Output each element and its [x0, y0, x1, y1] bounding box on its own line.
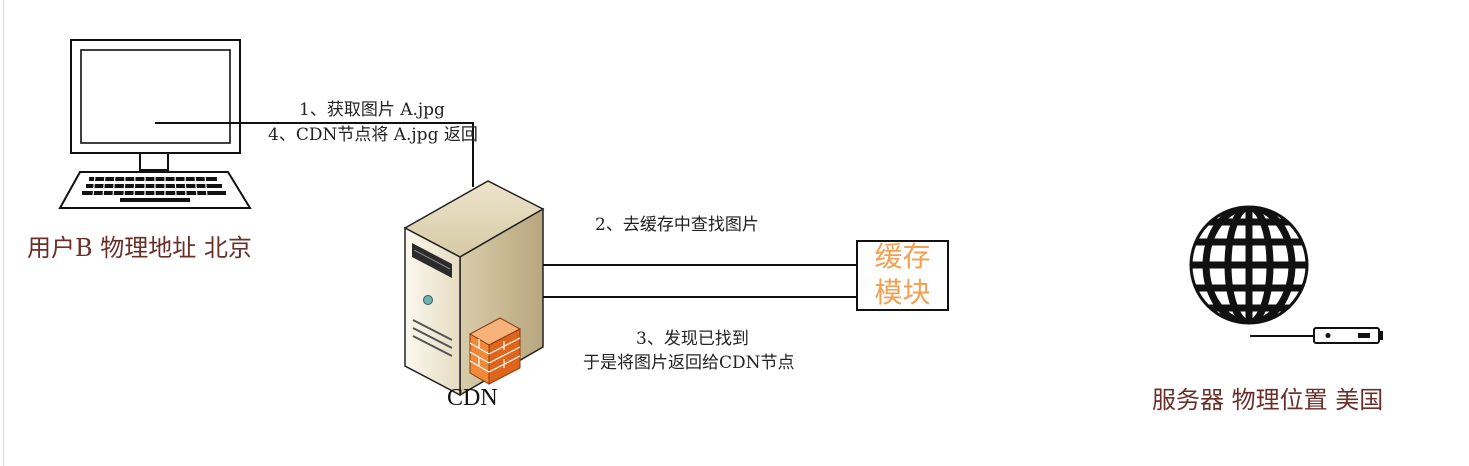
step-4-label: 4、CDN节点将 A.jpg 返回	[268, 125, 478, 145]
step-2-label: 2、去缓存中查找图片	[595, 215, 759, 235]
step-1-label: 1、获取图片 A.jpg	[299, 100, 445, 120]
left-border-line	[3, 0, 4, 466]
step-3-label-line1: 3、发现已找到	[636, 329, 749, 349]
user-caption: 用户B 物理地址 北京	[27, 234, 252, 262]
cache-module-label: 缓存 模块	[857, 239, 948, 311]
user-cdn-connector	[155, 122, 474, 187]
cache-module-label-line1: 缓存	[874, 240, 931, 273]
computer-icon	[58, 39, 252, 209]
cache-module-box	[856, 240, 949, 311]
cache-module-label-line2: 模块	[874, 276, 931, 309]
step-3-label-line2: 于是将图片返回给CDN节点	[583, 353, 795, 373]
server-caption: 服务器 物理位置 美国	[1152, 386, 1384, 414]
plug-icon	[1250, 327, 1383, 344]
globe-icon	[1189, 205, 1309, 325]
firewall-icon	[468, 317, 522, 385]
cdn-label: CDN	[447, 385, 498, 411]
